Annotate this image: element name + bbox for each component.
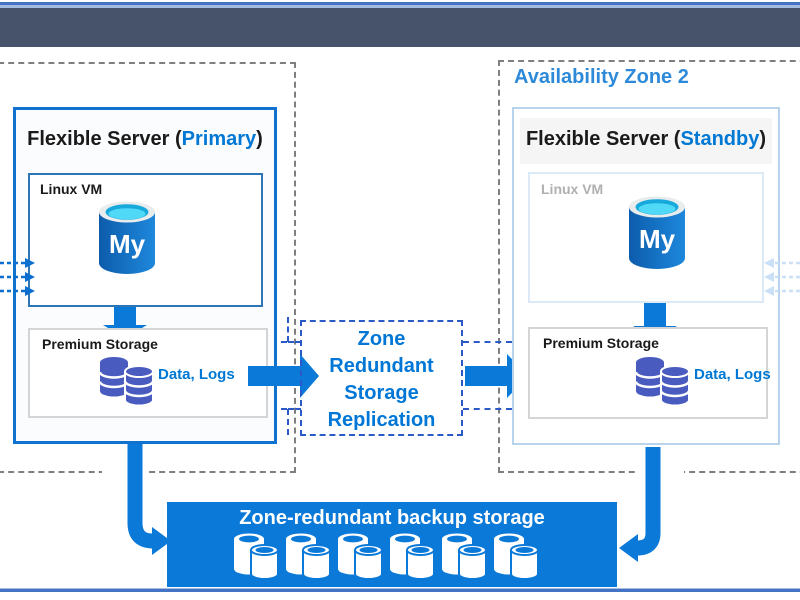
- top-border-blue-line: [0, 2, 800, 5]
- primary-title: Flexible Server (Primary): [13, 128, 277, 151]
- replication-line-1: Zone: [357, 328, 406, 350]
- top-border-light-line: [0, 5, 800, 8]
- standby-title-role: Standby: [680, 128, 760, 150]
- mysql-my-text: My: [639, 224, 676, 254]
- standby-title-suffix: ): [759, 128, 767, 150]
- replication-connector-left-upstub: [287, 317, 289, 342]
- backup-disk-pair: [234, 533, 279, 580]
- primary-data-logs-label: Data, Logs: [158, 366, 235, 383]
- replication-connector-bottom-left: [281, 408, 301, 410]
- replication-line-2: Redundant: [329, 355, 434, 377]
- zone1-border-gap: [102, 464, 146, 474]
- standby-premium-storage-label: Premium Storage: [543, 335, 659, 351]
- standby-title: Flexible Server (Standby): [512, 128, 780, 151]
- client-traffic-arrows-left: [0, 258, 35, 296]
- data-disks-icon: [100, 357, 155, 407]
- replication-connector-top-left: [281, 341, 301, 343]
- backup-disk-pair: [494, 533, 539, 580]
- standby-to-backup-arrow: [619, 447, 661, 562]
- replication-line-4: Replication: [327, 409, 436, 431]
- standby-title-band: [520, 118, 772, 164]
- replication-connector-bottom-right: [463, 408, 512, 410]
- backup-disk-pair: [338, 533, 383, 580]
- standby-title-prefix: Flexible Server (: [525, 128, 681, 150]
- standby-linux-vm-label: Linux VM: [541, 181, 604, 197]
- primary-title-role: Primary: [181, 128, 257, 150]
- top-banner-bar: [0, 8, 800, 47]
- replication-connector-left-downstub: [287, 409, 289, 435]
- backup-disk-pair: [390, 533, 435, 580]
- backup-disk-pair: [286, 533, 331, 580]
- zone-redundant-backup-label: Zone-redundant backup storage: [239, 507, 545, 529]
- data-disks-icon: [636, 357, 691, 407]
- bottom-border-blue-line: [0, 589, 800, 592]
- zone2-border-gap: [638, 464, 684, 474]
- standby-data-logs-label: Data, Logs: [694, 366, 771, 383]
- primary-premium-storage-label: Premium Storage: [42, 336, 158, 352]
- client-traffic-arrows-right-faded: [764, 258, 800, 296]
- availability-zone-2-label: Availability Zone 2: [514, 66, 689, 88]
- mysql-my-text: My: [109, 229, 146, 259]
- primary-title-prefix: Flexible Server (: [27, 128, 182, 150]
- primary-to-replication-arrow: [248, 354, 319, 398]
- bottom-border-light-line: [0, 588, 800, 589]
- replication-connector-top-right: [463, 341, 512, 343]
- backup-disk-pair: [442, 533, 487, 580]
- replication-line-3: Storage: [344, 382, 419, 404]
- primary-to-backup-arrow: [127, 444, 171, 555]
- availability-zone-1-box: [0, 62, 296, 473]
- zone-redundant-replication-box: Zone Redundant Storage Replication: [300, 320, 463, 436]
- mysql-database-icon: My: [99, 201, 155, 274]
- primary-linux-vm-label: Linux VM: [40, 181, 103, 197]
- mysql-database-icon: My: [629, 196, 685, 269]
- primary-title-suffix: ): [256, 128, 263, 150]
- backup-disks-icon: [234, 533, 539, 580]
